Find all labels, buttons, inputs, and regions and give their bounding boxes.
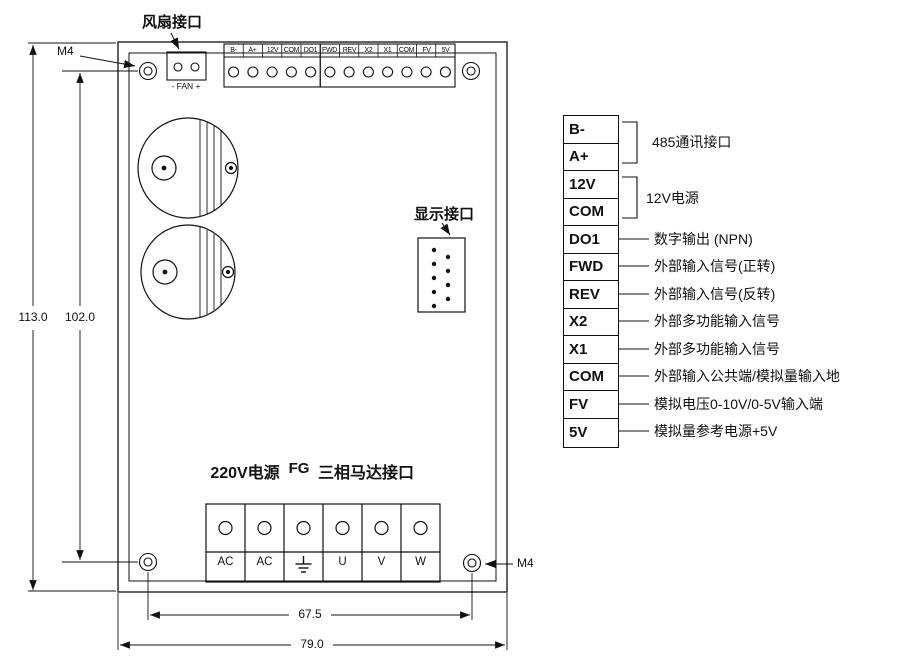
m4-top-label: M4 — [57, 44, 74, 58]
pin-label: FV — [564, 391, 618, 419]
fan-port-label: 风扇接口 — [142, 14, 203, 31]
top-terminal-label: DO1 — [303, 47, 318, 54]
pin-group-desc-485: 485通讯接口 — [652, 134, 732, 150]
board-outline — [117, 41, 508, 593]
top-terminal-label: 5V — [441, 47, 450, 54]
pin-column: B- A+ 12V COM DO1 FWD REV X2 X1 COM FV 5… — [563, 115, 619, 448]
legend-leader-lines — [619, 121, 649, 432]
top-terminal-label: X2 — [364, 47, 373, 54]
display-connector — [417, 237, 466, 313]
pin-label: A+ — [564, 144, 618, 171]
bottom-terminal-label: U — [338, 556, 347, 568]
pin-label: B- — [564, 116, 618, 144]
pin-desc-com: 外部输入公共端/模拟量输入地 — [654, 368, 840, 384]
pin-desc-x1: 外部多功能输入信号 — [654, 341, 780, 357]
motor-port-label: 三相马达接口 — [317, 465, 414, 482]
dim-height-inner: 102.0 — [59, 310, 101, 324]
pin-desc-do1: 数字输出 (NPN) — [654, 231, 753, 247]
top-terminal-label: REV — [342, 47, 357, 54]
m4-bottom-label: M4 — [517, 556, 534, 570]
capacitor-2 — [140, 224, 236, 320]
pin-desc-fwd: 外部输入信号(正转) — [654, 258, 776, 274]
top-terminal-label: FWD — [321, 47, 338, 54]
bottom-terminal-label: AC — [256, 556, 273, 568]
top-terminal-label: X1 — [383, 47, 392, 54]
pin-desc-x2: 外部多功能输入信号 — [654, 313, 780, 329]
pin-label: DO1 — [564, 226, 618, 254]
pin-desc-fv: 模拟电压0-10V/0-5V输入端 — [654, 396, 823, 412]
display-port-label: 显示接口 — [414, 206, 475, 223]
pin-label: FWD — [564, 254, 618, 281]
top-terminal-label: COM — [398, 47, 415, 54]
fan-connector-label: - FAN + — [171, 81, 201, 91]
pin-label: COM — [564, 199, 618, 226]
pin-label: 12V — [564, 171, 618, 199]
leader-arrows — [79, 32, 513, 569]
top-terminal-label: FV — [422, 47, 431, 54]
bottom-terminal-label: W — [415, 556, 426, 568]
dim-height-outer: 113.0 — [12, 310, 54, 324]
pin-label: 5V — [569, 423, 588, 441]
pin-group-desc-12v: 12V电源 — [646, 190, 699, 206]
pin-desc-5v: 模拟量参考电源+5V — [654, 423, 778, 439]
top-terminal-strip — [223, 43, 456, 88]
pin-label: COM — [564, 364, 618, 391]
fg-label: FG — [288, 460, 310, 477]
top-terminal-label: 12V — [266, 47, 279, 54]
dim-width-outer: 79.0 — [291, 637, 333, 651]
fan-connector — [166, 51, 207, 81]
pin-label: REV — [564, 281, 618, 309]
dim-width-holes: 67.5 — [289, 607, 331, 621]
ground-symbol-icon — [295, 556, 312, 573]
bottom-terminal-strip — [205, 503, 441, 583]
pin-desc-rev: 外部输入信号(反转) — [654, 286, 776, 302]
top-terminal-label: COM — [283, 47, 300, 54]
pin-label: X2 — [564, 309, 618, 336]
top-terminal-label: A+ — [248, 47, 257, 54]
mounting-holes — [138, 61, 482, 573]
top-terminal-label: B- — [230, 47, 237, 54]
dimension-lines — [28, 42, 508, 650]
bottom-terminal-label: AC — [217, 556, 234, 568]
bottom-terminal-label: V — [377, 556, 386, 568]
capacitor-1 — [137, 117, 239, 219]
power-label: 220V电源 — [210, 465, 280, 482]
pin-label: X1 — [564, 336, 618, 364]
